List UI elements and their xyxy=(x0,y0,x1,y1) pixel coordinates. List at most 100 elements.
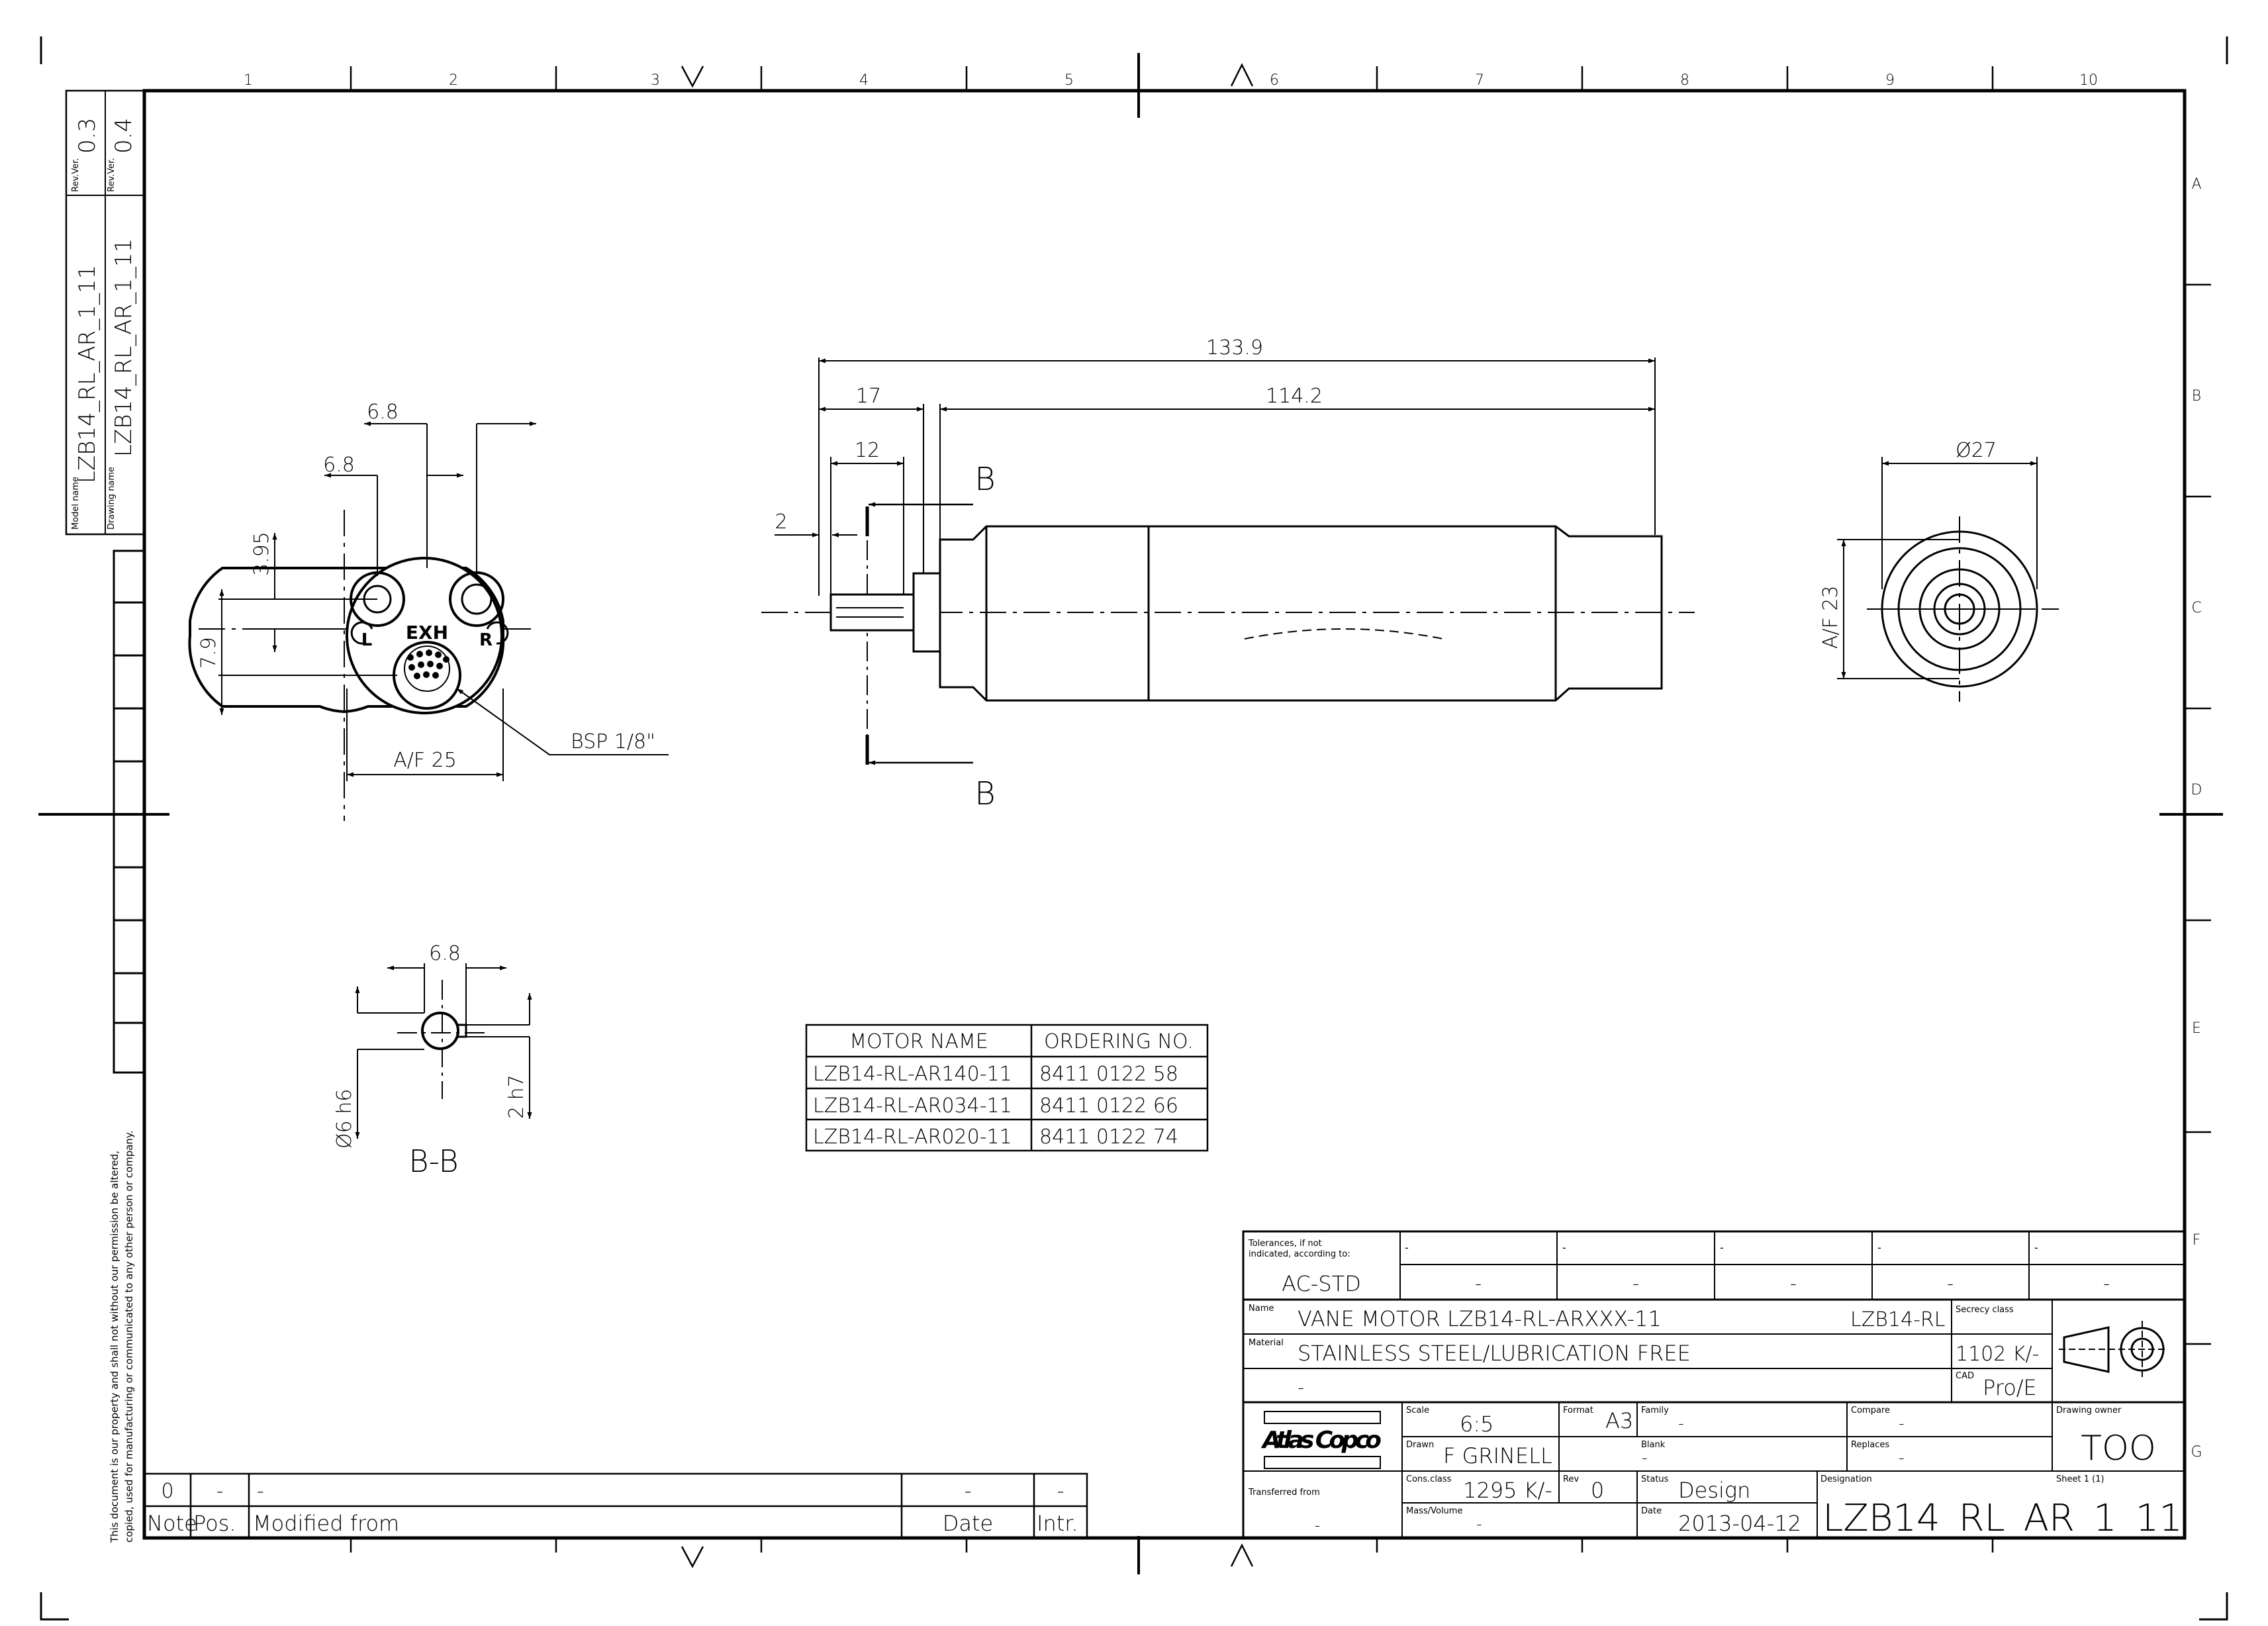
secrecy-label: Secrecy class xyxy=(1956,1305,2014,1315)
dim-133-9: 133.9 xyxy=(1206,336,1263,359)
table-cell-ordering-no: 8411 0122 58 xyxy=(1039,1063,1178,1086)
row-label: A xyxy=(2191,176,2201,193)
sheet-frame: 1 2 3 4 5 6 7 8 9 10 A B C D E F G xyxy=(38,36,2228,1621)
dim-bb-6-8: 6.8 xyxy=(429,942,461,965)
row-label: G xyxy=(2191,1444,2202,1460)
dim-6-8-second: 6.8 xyxy=(323,454,355,477)
model-name-label: Model name xyxy=(71,477,81,530)
rev-header-intr: Intr. xyxy=(1037,1511,1078,1536)
rev-date-value: - xyxy=(965,1480,972,1503)
model-name-box: Model name LZB14_RL_AR_1_11 Drawing name… xyxy=(65,89,146,536)
tol-cell-bottom: - xyxy=(2103,1272,2110,1294)
format-value: A3 xyxy=(1605,1408,1633,1433)
col-label: 8 xyxy=(1680,72,1689,89)
rev-header-pos: Pos. xyxy=(193,1511,236,1536)
end-view: EXH L R 6.8 6.8 3.95 7.9 A/F 25 BSP 1/8" xyxy=(188,401,669,821)
side-view: B B 133.9 17 114.2 12 2 xyxy=(761,336,1695,812)
r-label: R xyxy=(479,630,493,650)
tol-cell-top: - xyxy=(1562,1241,1566,1254)
col-label: 1 xyxy=(244,72,253,89)
designation-value: LZB14_RL_AR_1_11 xyxy=(1822,1497,2183,1540)
right-view: Ø27 A/F 23 xyxy=(1819,439,2059,702)
tol-cell-bottom: - xyxy=(1475,1272,1482,1294)
exh-label: EXH xyxy=(406,622,448,644)
rev-intr-value: - xyxy=(1057,1480,1064,1503)
table-cell-ordering-no: 8411 0122 66 xyxy=(1039,1094,1178,1118)
revision-block: 0 - - - - Note Pos. Modified from Date I… xyxy=(143,1472,1088,1539)
tol-cell-bottom: - xyxy=(1947,1272,1954,1294)
table-cell-motor-name: LZB14-RL-AR034-11 xyxy=(813,1094,1012,1118)
replaces-label: Replaces xyxy=(1851,1440,1889,1450)
tol-value: AC-STD xyxy=(1282,1271,1361,1296)
atlas-copco-logo: Atlas Copco xyxy=(1260,1411,1382,1469)
compare-label: Compare xyxy=(1851,1406,1890,1415)
scale-label: Scale xyxy=(1406,1406,1429,1415)
rev-ver-label: Rev.Ver. xyxy=(71,158,81,192)
blank-value: - xyxy=(1642,1449,1648,1467)
bsp-label: BSP 1/8" xyxy=(571,730,655,753)
motor-table: MOTOR NAME ORDERING NO. LZB14-RL-AR140-1… xyxy=(805,1024,1209,1152)
col-label: 10 xyxy=(2079,72,2098,89)
mass-value: - xyxy=(1476,1515,1482,1533)
col-label: 6 xyxy=(1270,72,1279,89)
dim-7-9: 7.9 xyxy=(197,637,220,669)
col-label: 2 xyxy=(449,72,458,89)
table-cell-motor-name: LZB14-RL-AR020-11 xyxy=(813,1125,1012,1149)
rev-label: Rev xyxy=(1563,1474,1579,1484)
name-label: Name xyxy=(1249,1304,1274,1314)
drawn-label: Drawn xyxy=(1406,1440,1434,1450)
section-b-bottom-label: B xyxy=(974,775,995,812)
section-shaft-icon xyxy=(421,1012,459,1050)
material-value: STAINLESS STEEL/LUBRICATION FREE xyxy=(1298,1341,1691,1366)
rev-ver-label: Rev.Ver. xyxy=(107,158,117,192)
drawing-name-value: LZB14_RL_AR_1_11 xyxy=(111,238,137,457)
motor-shaft xyxy=(829,593,915,632)
table-cell-motor-name: LZB14-RL-AR140-11 xyxy=(813,1063,1012,1086)
mass-label: Mass/Volume xyxy=(1406,1506,1462,1516)
dim-6-8-top: 6.8 xyxy=(367,401,399,424)
sheet-label: Sheet 1 (1) xyxy=(2056,1474,2104,1484)
dim-dia-6-h6: Ø6 h6 xyxy=(333,1089,356,1149)
col-label: 5 xyxy=(1064,72,1074,89)
col-label: 4 xyxy=(859,72,869,89)
cad-value: Pro/E xyxy=(1983,1375,2037,1400)
tol-cell-bottom: - xyxy=(1790,1272,1797,1294)
dim-3-95: 3.95 xyxy=(250,532,273,576)
drawing-rev-value: 0.4 xyxy=(111,118,137,154)
owner-label: Drawing owner xyxy=(2056,1406,2122,1415)
right-view-outer xyxy=(1881,530,2038,688)
row-label: B xyxy=(2192,388,2201,405)
designation-label: Designation xyxy=(1820,1474,1872,1484)
owner-value: TOO xyxy=(2081,1429,2156,1468)
date-value: 2013-04-12 xyxy=(1678,1511,1801,1536)
model-name-value: LZB14_RL_AR_1_11 xyxy=(74,265,101,483)
motor-shoulder xyxy=(912,572,941,653)
dim-2-h7: 2 h7 xyxy=(505,1075,528,1119)
tol-label-2: indicated, according to: xyxy=(1249,1249,1350,1259)
drawing-name-label: Drawing name xyxy=(107,467,117,530)
date-label: Date xyxy=(1641,1506,1662,1516)
transferred-label: Transferred from xyxy=(1248,1488,1320,1498)
drawing-title-code: LZB14-RL xyxy=(1850,1308,1945,1331)
compare-value: - xyxy=(1899,1414,1905,1433)
table-header-motor-name: MOTOR NAME xyxy=(849,1030,988,1053)
rev-note-value: 0 xyxy=(161,1480,173,1503)
secrecy-value: 1102 K/- xyxy=(1956,1343,2040,1366)
format-label: Format xyxy=(1563,1406,1593,1415)
family-value: - xyxy=(1678,1414,1684,1433)
dim-12: 12 xyxy=(855,439,880,462)
dim-17: 17 xyxy=(856,385,881,408)
tol-cell-top: - xyxy=(1877,1241,1881,1254)
tol-cell-top: - xyxy=(2034,1241,2038,1254)
end-view-outline xyxy=(188,567,505,714)
dim-dia-27: Ø27 xyxy=(1956,439,1997,462)
dim-af-23: A/F 23 xyxy=(1819,585,1842,649)
section-b-top-label: B xyxy=(974,461,995,498)
section-bb-label: B-B xyxy=(408,1143,458,1179)
model-rev-value: 0.3 xyxy=(74,118,101,154)
status-value: Design xyxy=(1678,1478,1750,1503)
l-label: L xyxy=(361,630,373,650)
tol-cell-top: - xyxy=(1720,1241,1724,1254)
rev-header-date: Date xyxy=(943,1511,993,1536)
